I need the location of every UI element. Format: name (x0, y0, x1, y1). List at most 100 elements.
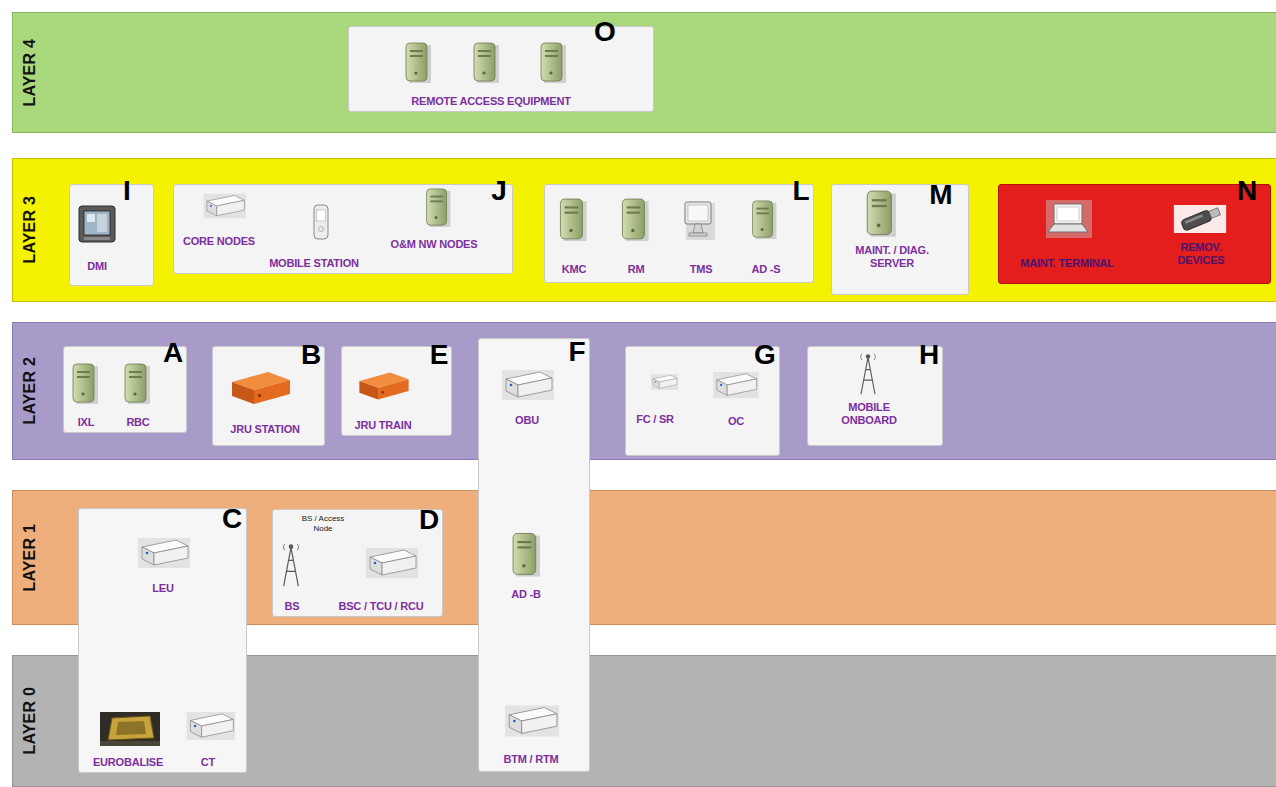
callout-letter: H (919, 341, 939, 369)
text-holder: L (781, 177, 821, 205)
text-holder: MOBILE STATION (259, 253, 369, 271)
text-holder: H (909, 341, 949, 369)
text-holder: F (557, 338, 597, 366)
callout-letter: B (301, 341, 321, 369)
device-label: REMOV. DEVICES (1169, 241, 1233, 267)
callout-letter: I (123, 177, 131, 205)
dmi-icon (79, 206, 115, 242)
callout-letter: N (1237, 177, 1257, 205)
text-holder: LEU (133, 578, 193, 596)
text-holder: JRU STATION (213, 419, 317, 437)
usb-icon (1174, 205, 1226, 233)
text-holder: CT (190, 752, 226, 770)
router-icon (366, 548, 418, 578)
text-holder: D (409, 506, 449, 534)
device-label: DMI (87, 260, 107, 273)
text-holder: OBU (487, 410, 567, 428)
text-holder: LAYER 0 (15, 656, 45, 786)
server-icon (474, 43, 499, 83)
device-label: IXL (78, 416, 95, 429)
text-holder: AD -B (486, 584, 566, 602)
component-box: IDMI (69, 184, 154, 286)
callout-letter: M (929, 181, 952, 209)
text-holder: J (479, 177, 519, 205)
text-holder: I (107, 177, 147, 205)
device-label: MOBILE STATION (269, 257, 359, 270)
component-box: GFC / SROC (625, 346, 780, 456)
device-label: JRU TRAIN (355, 419, 412, 432)
layer-band: LAYER 1 D BS / Access NodeBS BSC / TCU / RC… (12, 490, 1276, 625)
text-holder: G (745, 341, 785, 369)
server-icon (541, 43, 566, 83)
layer-band: LAYER 2AIXLRBCBJRU STATIONEJRU TRAINGFC … (12, 322, 1276, 460)
text-holder: REMOTE ACCESS EQUIPMENT (361, 91, 621, 109)
layer-title: LAYER 1 (21, 524, 39, 592)
callout-letter: J (491, 177, 507, 205)
device-label: RBC (126, 416, 149, 429)
text-holder: LAYER 4 (15, 13, 45, 132)
text-holder: E (419, 341, 459, 369)
device-label: LEU (152, 582, 173, 595)
text-holder: DMI (62, 256, 132, 274)
text-holder: C (212, 505, 252, 533)
component-box: HMOBILE ONBOARD (807, 346, 943, 446)
component-box: JCORE NODESMOBILE STATIONO&M NW NODES (173, 184, 513, 274)
device-label: RM (628, 263, 645, 276)
layer-band: LAYER 0 (12, 655, 1276, 787)
text-holder: BS (277, 596, 307, 614)
text-holder: BTM / RTM (481, 749, 581, 767)
layer-title: LAYER 3 (21, 196, 39, 264)
text-holder: CORE NODES (174, 231, 264, 249)
laptop-icon (1046, 200, 1092, 238)
component-box: CLEUEUROBALISECT (78, 508, 247, 773)
device-label: AD -B (511, 588, 541, 601)
callout-letter: G (754, 341, 776, 369)
router-icon (651, 374, 678, 390)
component-box: DBS / Access NodeBSBSC / TCU / RCU (272, 509, 443, 617)
device-label: KMC (562, 263, 586, 276)
router-icon (187, 712, 236, 740)
server-icon (867, 191, 896, 237)
device-label: AD -S (752, 263, 781, 276)
text-holder: REMOV. DEVICES (1169, 241, 1233, 268)
device-label: O&M NW NODES (391, 238, 478, 251)
router-icon (138, 538, 190, 568)
device-label: BS (285, 600, 300, 613)
server-icon (560, 199, 586, 241)
component-box: BJRU STATION (212, 346, 325, 446)
text-holder: RBC (118, 412, 158, 430)
component-box: M MAINT. / DIAG. SERVER (831, 184, 969, 295)
text-holder: EUROBALISE (80, 752, 176, 770)
callout-letter: A (163, 339, 183, 367)
text-holder: BS / Access Node (292, 514, 354, 535)
text-holder: BSC / TCU / RCU (325, 596, 437, 614)
component-box: FOBUAD -BBTM / RTM (478, 338, 590, 772)
text-holder: MOBILE ONBOARD (829, 401, 909, 428)
device-label: REMOTE ACCESS EQUIPMENT (411, 95, 570, 108)
text-holder: OC (716, 411, 756, 429)
text-holder: B (291, 341, 331, 369)
device-label: MAINT. / DIAG. SERVER (833, 244, 951, 270)
device-label: BTM / RTM (503, 753, 558, 766)
server-icon (513, 533, 540, 576)
device-label: OC (728, 415, 744, 428)
text-holder: TMS (679, 259, 723, 277)
monitor-icon (685, 202, 715, 240)
router-icon (713, 372, 758, 398)
text-holder: IXL (66, 412, 106, 430)
server-icon (753, 201, 777, 239)
text-holder: LAYER 3 (15, 159, 45, 301)
device-label: OBU (515, 414, 539, 427)
text-holder: FC / SR (636, 409, 674, 427)
device-label: CORE NODES (183, 235, 255, 248)
text-holder: N (1227, 177, 1267, 205)
text-holder: RM (616, 259, 656, 277)
text-holder: MAINT. TERMINAL (1002, 253, 1132, 271)
layer-band: LAYER 4OREMOTE ACCESS EQUIPMENT (12, 12, 1276, 133)
server-icon (73, 364, 98, 404)
device-label: JRU STATION (230, 423, 300, 436)
device-label: MOBILE ONBOARD (829, 401, 909, 427)
router-icon (204, 194, 246, 218)
